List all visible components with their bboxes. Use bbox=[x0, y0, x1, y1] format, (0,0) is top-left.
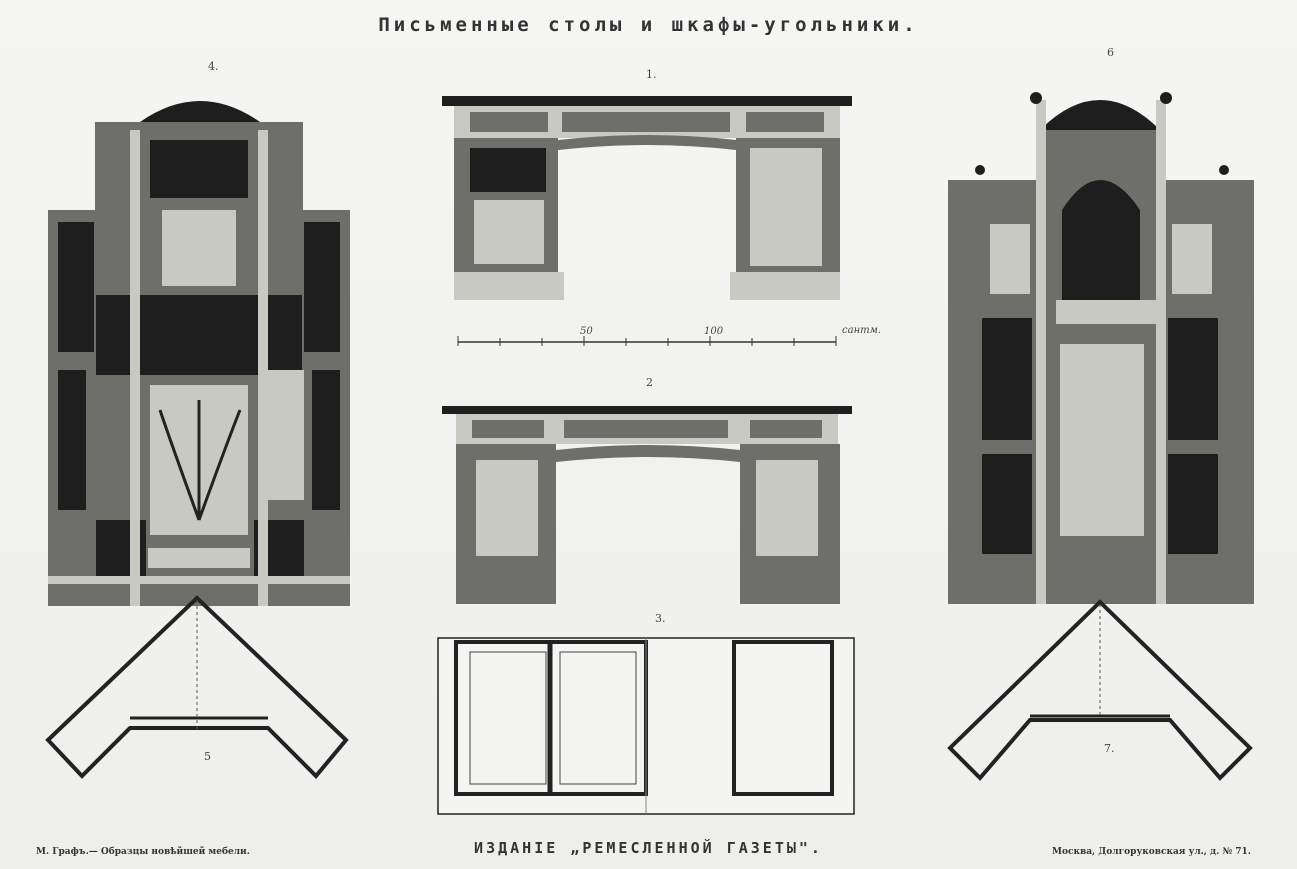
scale-tick-100: 100 bbox=[704, 326, 724, 337]
corner-cabinet-right-drawing bbox=[948, 92, 1254, 604]
desk-plan-drawing bbox=[437, 637, 855, 815]
footer-address: Москва, Долгоруковская ул., д. № 71. bbox=[1052, 847, 1251, 857]
footer-publisher: ИЗДАНІЕ „РЕМЕСЛЕННОЙ ГАЗЕТЫ". bbox=[474, 839, 823, 857]
corner-plan-left-drawing bbox=[45, 595, 349, 779]
figure-number-7: 7. bbox=[1104, 742, 1115, 755]
scale-bar bbox=[457, 336, 837, 346]
figure-number-6: 6 bbox=[1107, 46, 1114, 59]
desk-2-drawing bbox=[442, 406, 852, 604]
corner-cabinet-left-drawing bbox=[48, 101, 350, 606]
scale-tick-50: 50 bbox=[580, 326, 593, 337]
corner-plan-right-drawing bbox=[947, 599, 1253, 781]
page-title: Письменные столы и шкафы-угольники. bbox=[378, 14, 919, 36]
figure-number-1: 1. bbox=[646, 68, 657, 81]
figure-number-3: 3. bbox=[655, 612, 666, 625]
figure-number-4: 4. bbox=[208, 60, 219, 73]
figure-number-2: 2 bbox=[646, 376, 653, 389]
scale-unit-label: сантм. bbox=[842, 325, 882, 336]
footer-author: М. Графъ.— Образцы новѣйшей мебели. bbox=[36, 847, 250, 857]
desk-1-drawing bbox=[442, 96, 852, 300]
figure-number-5: 5 bbox=[204, 750, 211, 763]
